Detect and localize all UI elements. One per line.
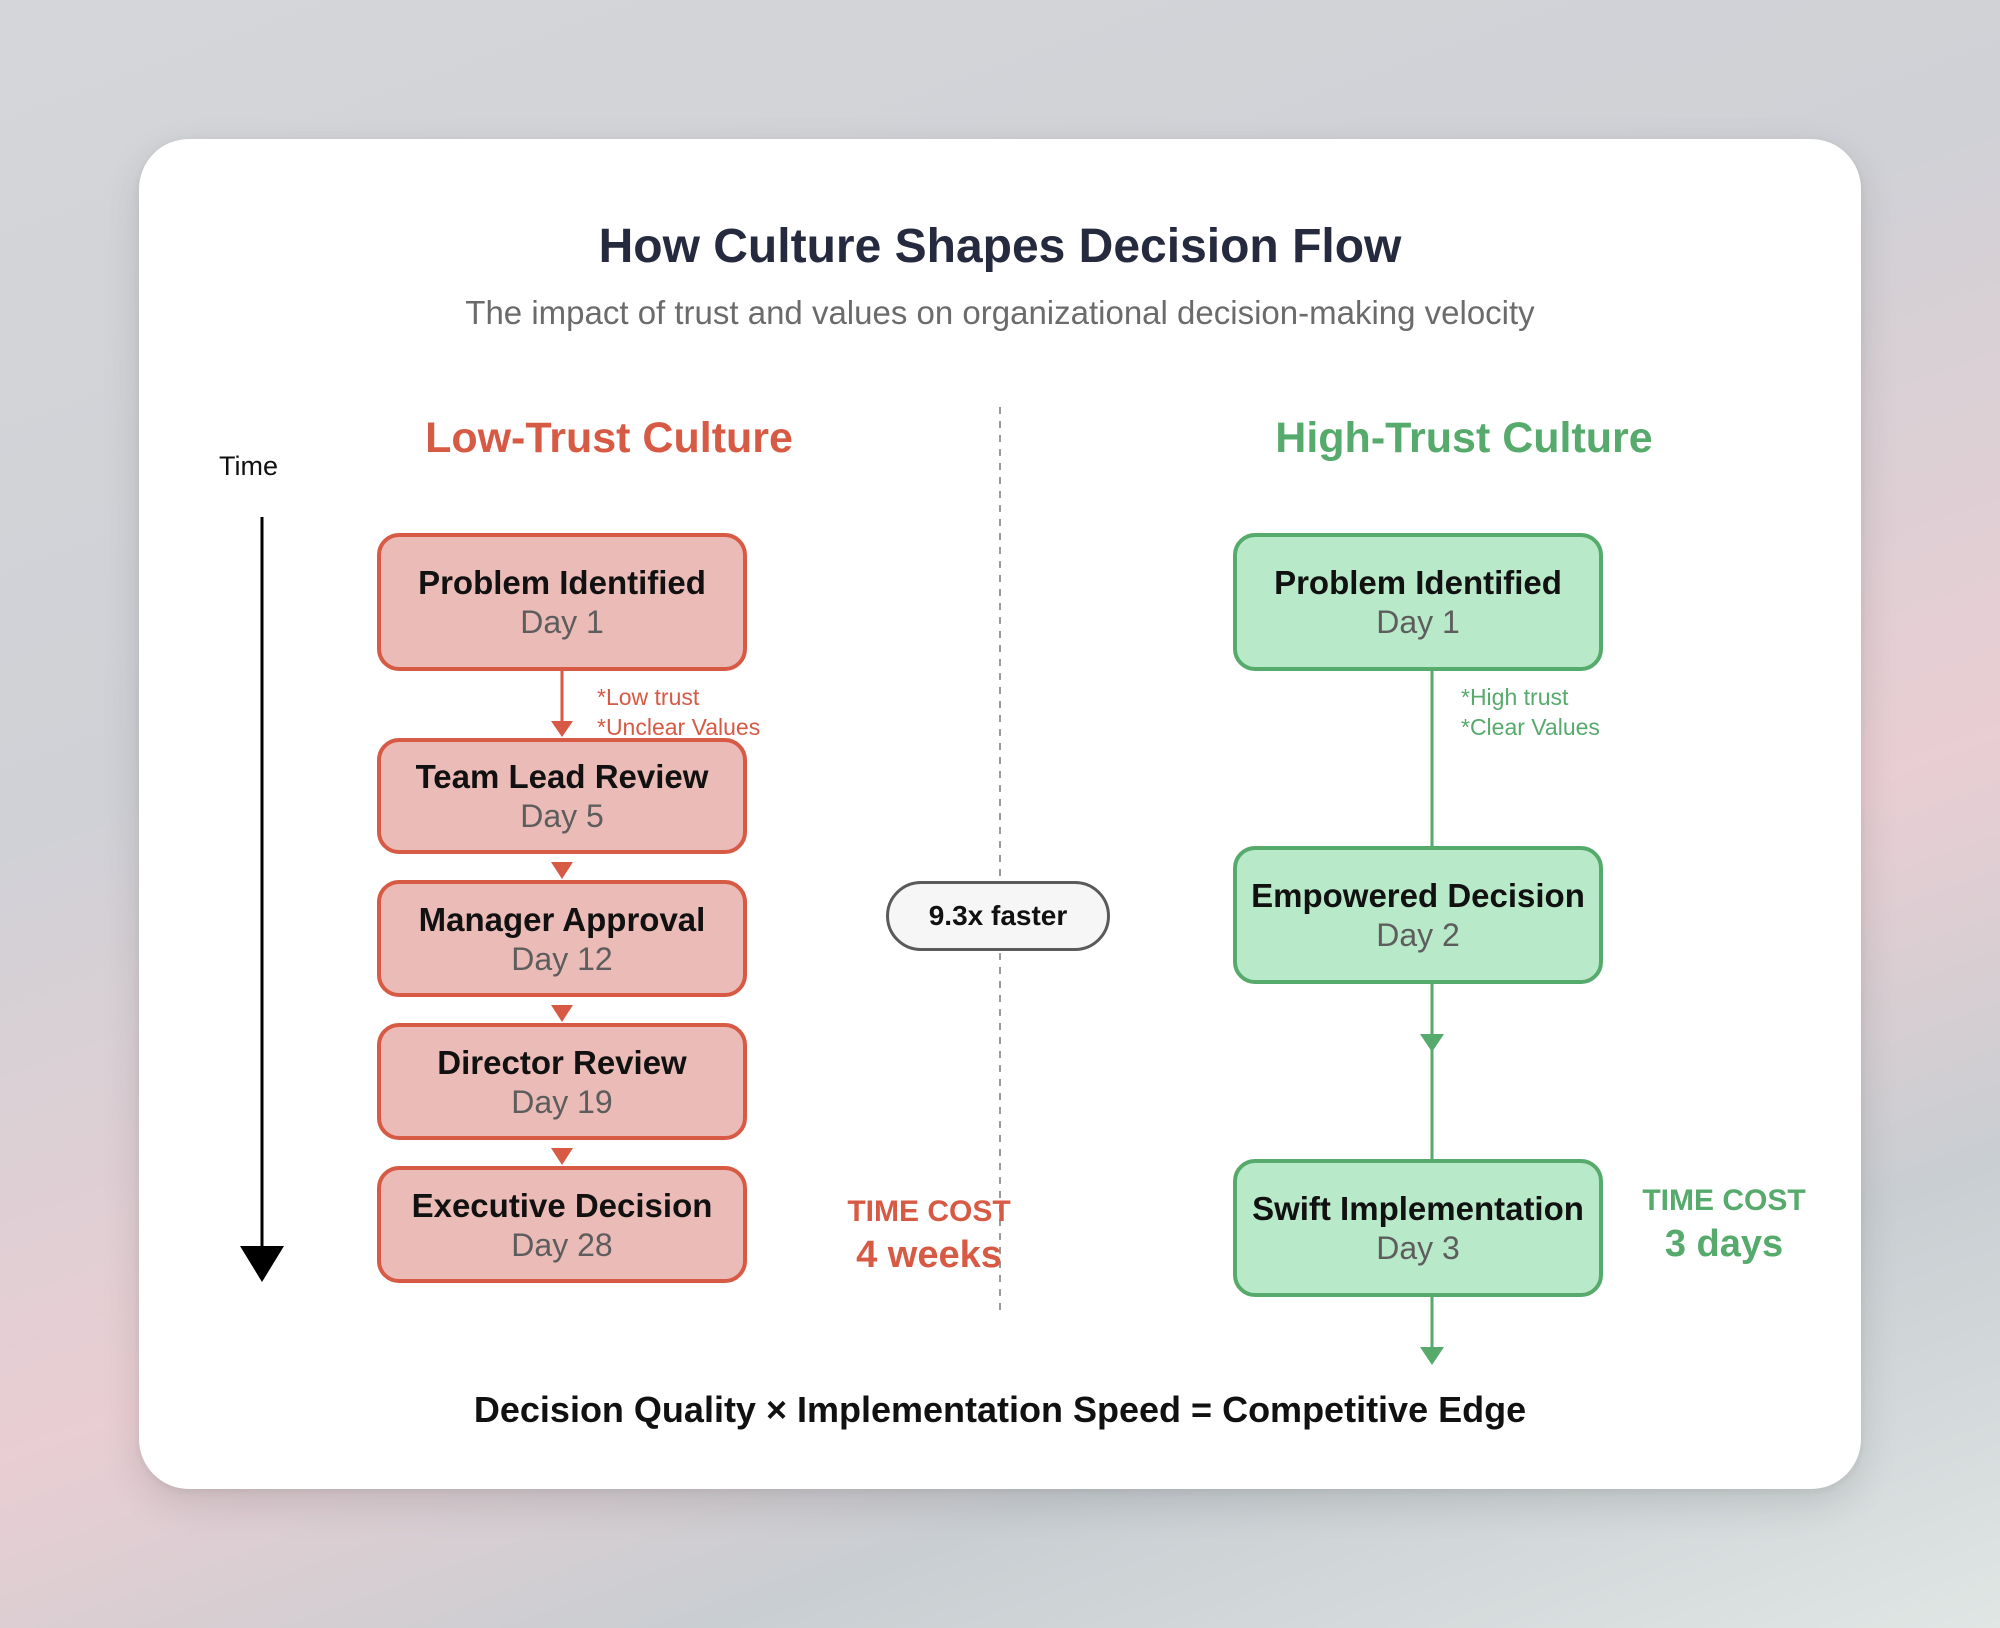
- step-title: Problem Identified: [1274, 564, 1562, 601]
- low-trust-time-cost: TIME COST 4 weeks: [779, 1194, 1079, 1280]
- note-line: *Clear Values: [1461, 714, 1600, 740]
- step-day: Day 28: [511, 1226, 613, 1263]
- page-title: How Culture Shapes Decision Flow: [598, 220, 1402, 273]
- step-day: Day 5: [520, 798, 604, 834]
- time-cost-label: TIME COST: [847, 1195, 1011, 1228]
- high-step-swift-implementation: Swift Implementation Day 3: [1233, 1159, 1603, 1297]
- low-arrowhead-1: [551, 721, 573, 737]
- diagram-card: How Culture Shapes Decision Flow The imp…: [139, 139, 1861, 1489]
- step-day: Day 2: [1376, 917, 1460, 953]
- time-axis-arrowhead: [240, 1246, 284, 1282]
- low-step-problem-identified: Problem Identified Day 1: [377, 533, 747, 671]
- step-day: Day 1: [520, 604, 604, 640]
- comparison-badge: 9.3x faster: [886, 881, 1110, 951]
- step-day: Day 12: [511, 940, 613, 977]
- low-trust-title: Low-Trust Culture: [425, 414, 793, 462]
- low-arrowhead-3: [551, 1005, 573, 1022]
- low-step-executive-decision: Executive Decision Day 28: [377, 1166, 747, 1283]
- note-line: *Unclear Values: [597, 714, 761, 740]
- step-title: Director Review: [437, 1043, 687, 1081]
- step-day: Day 3: [1376, 1230, 1460, 1266]
- step-title: Team Lead Review: [415, 758, 709, 795]
- low-arrowhead-2: [551, 862, 573, 879]
- high-step-problem-identified: Problem Identified Day 1: [1233, 533, 1603, 671]
- time-cost-value: 4 weeks: [856, 1234, 1002, 1276]
- step-title: Manager Approval: [418, 900, 706, 938]
- step-title: Swift Implementation: [1252, 1190, 1584, 1227]
- low-trust-connectors: [551, 669, 573, 1165]
- low-step-manager-approval: Manager Approval Day 12: [377, 880, 747, 997]
- high-step-empowered-decision: Empowered Decision Day 2: [1233, 846, 1603, 984]
- footer-formula: Decision Quality × Implementation Speed …: [473, 1389, 1527, 1430]
- high-trust-time-cost: TIME COST 3 days: [1589, 1183, 1859, 1269]
- low-arrowhead-4: [551, 1148, 573, 1165]
- low-step-team-lead-review: Team Lead Review Day 5: [377, 738, 747, 854]
- step-day: Day 19: [511, 1083, 613, 1120]
- high-trust-notes: *High trust *Clear Values: [1461, 682, 1600, 742]
- low-step-director-review: Director Review Day 19: [377, 1023, 747, 1140]
- time-cost-label: TIME COST: [1642, 1184, 1806, 1217]
- step-day: Day 1: [1376, 604, 1460, 640]
- note-line: *High trust: [1461, 684, 1569, 710]
- high-trust-title: High-Trust Culture: [1275, 414, 1653, 462]
- step-title: Empowered Decision: [1251, 877, 1585, 914]
- time-cost-value: 3 days: [1664, 1223, 1784, 1265]
- note-line: *Low trust: [597, 684, 700, 710]
- page-subtitle: The impact of trust and values on organi…: [465, 294, 1535, 331]
- high-arrowhead-2: [1420, 1347, 1444, 1365]
- step-title: Problem Identified: [418, 564, 706, 601]
- low-trust-notes: *Low trust *Unclear Values: [597, 682, 760, 742]
- step-title: Executive Decision: [411, 1186, 713, 1224]
- time-axis-label: Time: [219, 451, 278, 481]
